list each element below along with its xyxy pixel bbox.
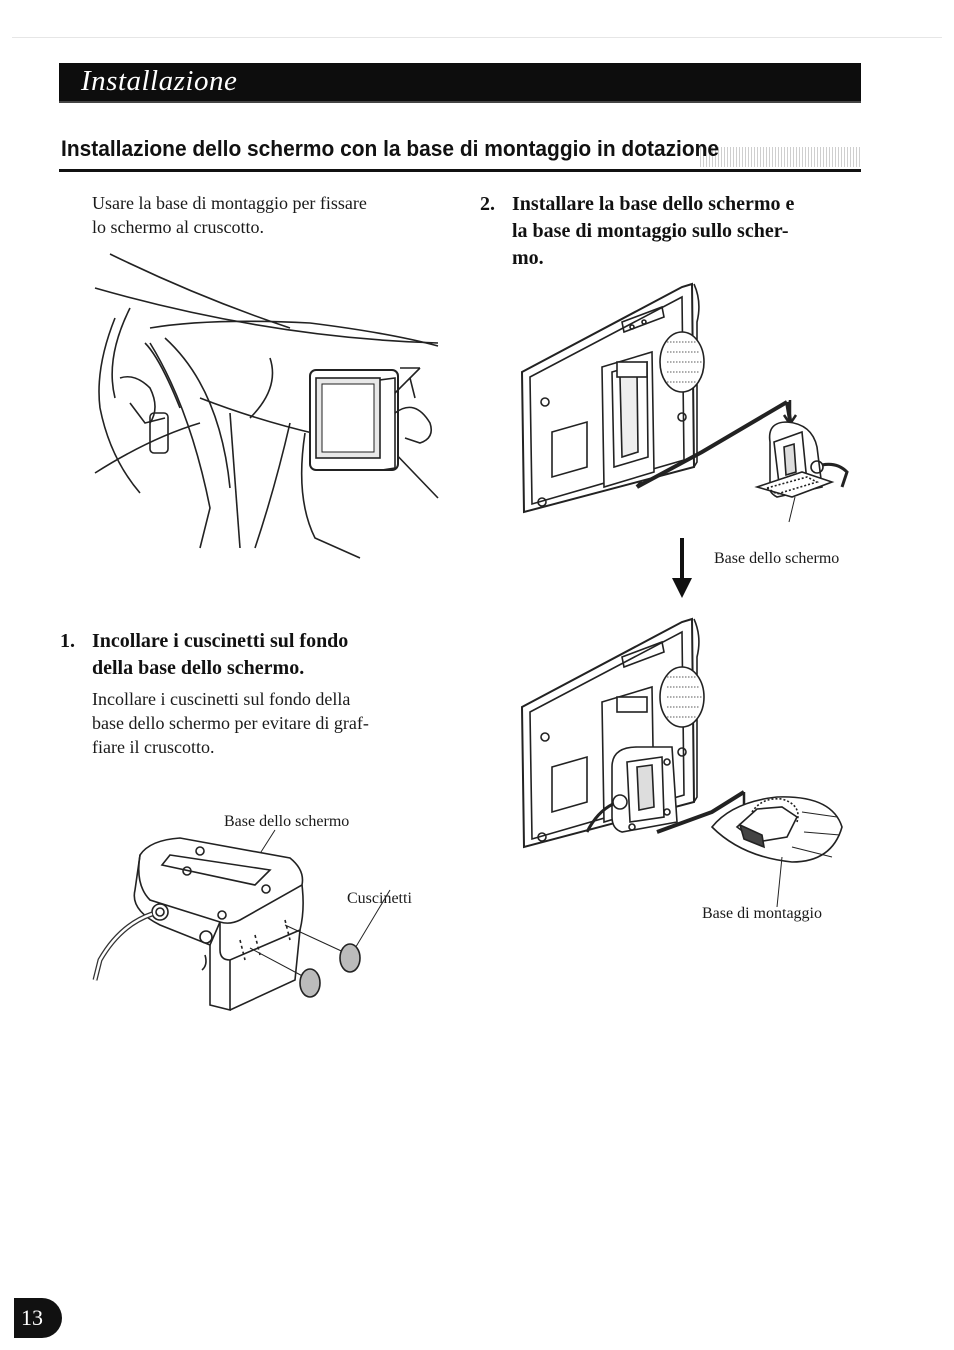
label-mount-base: Base di montaggio: [702, 905, 822, 922]
label-screen-base-step2: Base dello schermo: [714, 550, 840, 567]
step-1-body-line-2: base dello schermo per evitare di graf-: [92, 713, 369, 733]
intro-line-1: Usare la base di montaggio per fissare: [92, 193, 367, 213]
step-2-title-line-2: la base di montaggio sullo scher-: [512, 220, 789, 242]
dashboard-illustration: [94, 253, 439, 559]
chapter-header-bar: Installazione: [59, 63, 861, 103]
step-2-number: 2.: [480, 193, 495, 215]
page-number-badge: 13: [14, 1298, 62, 1338]
page-number: 13: [21, 1305, 43, 1330]
section-title: Installazione dello schermo con la base …: [61, 136, 720, 161]
label-pads: Cuscinetti: [347, 890, 412, 907]
step-1-body-line-3: fiare il cruscotto.: [92, 737, 215, 757]
top-rule: [12, 37, 942, 38]
section-title-shading: [700, 147, 860, 167]
step-1-number: 1.: [60, 630, 75, 652]
step-2-title-line-1: Installare la base dello schermo e: [512, 193, 795, 215]
monitor-on-mounting-base-illustration: [520, 617, 843, 908]
step-2-title-line-3: mo.: [512, 247, 544, 269]
chapter-title: Installazione: [81, 65, 238, 97]
step-1-title-line-2: della base dello schermo.: [92, 657, 305, 679]
step-1-body-line-1: Incollare i cuscinetti sul fondo della: [92, 689, 351, 709]
intro-line-2: lo schermo al cruscotto.: [92, 217, 264, 237]
step-1-title-line-1: Incollare i cuscinetti sul fondo: [92, 630, 349, 652]
section-title-rule: [59, 169, 861, 172]
monitor-and-screen-base-illustration: [520, 282, 849, 523]
arrow-down-icon: [672, 538, 692, 598]
label-screen-base-step1: Base dello schermo: [224, 813, 350, 830]
screen-base-pads-illustration: [92, 829, 391, 1012]
